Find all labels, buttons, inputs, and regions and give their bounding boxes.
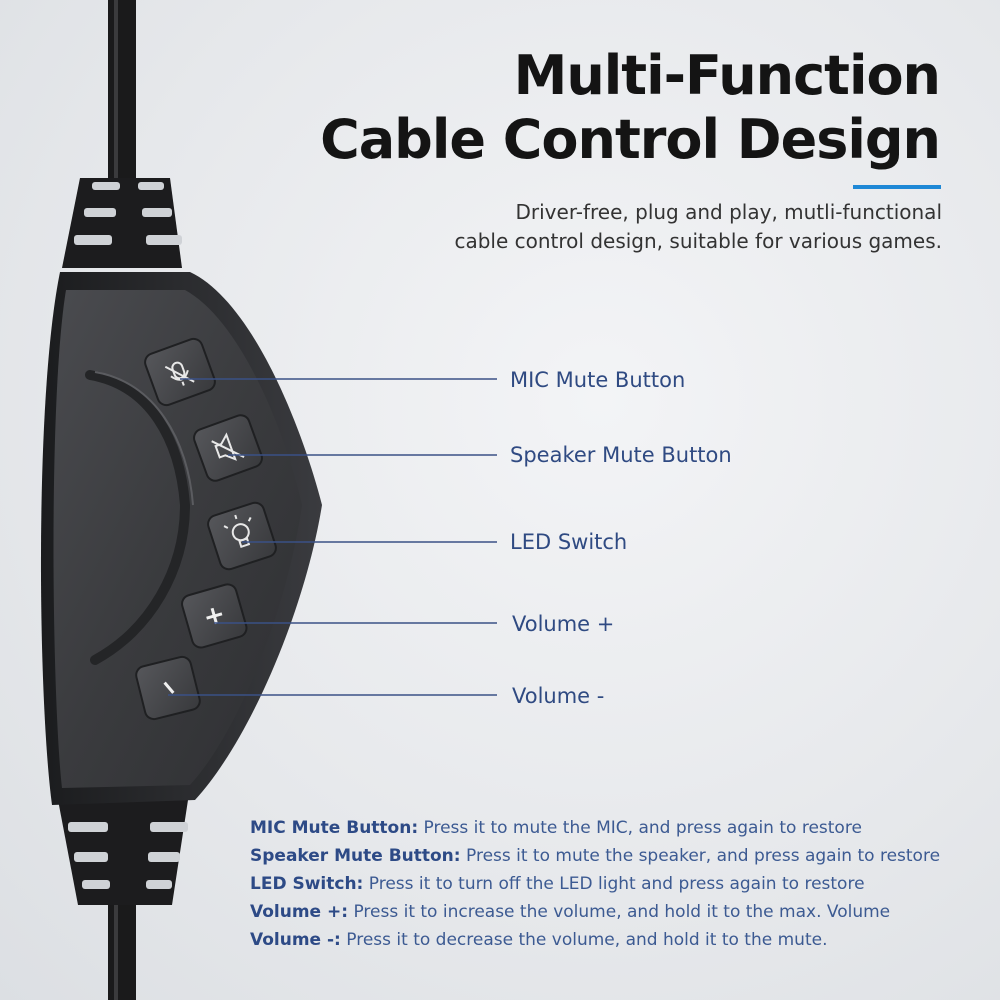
- description-text: Press it to mute the MIC, and press agai…: [418, 818, 862, 838]
- title-accent-bar: [853, 185, 941, 189]
- plus-icon: [206, 607, 223, 625]
- description-item-volume-up: Volume +: Press it to increase the volum…: [250, 898, 990, 926]
- description-text: Press it to decrease the volume, and hol…: [340, 930, 828, 950]
- description-key: LED Switch:: [250, 874, 364, 894]
- description-text: Press it to mute the speaker, and press …: [460, 846, 941, 866]
- description-text: Press it to increase the volume, and hol…: [348, 902, 891, 922]
- page-title: Multi-Function Cable Control Design: [320, 44, 941, 172]
- callout-volume-up: Volume +: [512, 612, 615, 636]
- callout-volume-down: Volume -: [512, 684, 605, 708]
- description-key: Volume +:: [250, 902, 349, 922]
- subtitle-line-2: cable control design, suitable for vario…: [454, 229, 942, 253]
- strain-relief-top: [62, 178, 182, 268]
- subtitle: Driver-free, plug and play, mutli-functi…: [454, 198, 942, 256]
- light-bulb-icon: [223, 514, 252, 549]
- speaker-mute-button[interactable]: [192, 413, 265, 484]
- description-item-mic: MIC Mute Button: Press it to mute the MI…: [250, 814, 990, 842]
- subtitle-line-1: Driver-free, plug and play, mutli-functi…: [515, 200, 943, 224]
- callout-mic-mute: MIC Mute Button: [510, 368, 686, 392]
- title-line-2: Cable Control Design: [320, 108, 941, 171]
- volume-up-button[interactable]: [180, 582, 249, 649]
- description-key: Speaker Mute Button:: [250, 846, 461, 866]
- description-item-volume-down: Volume -: Press it to decrease the volum…: [250, 926, 990, 954]
- strain-relief-bottom: [58, 800, 188, 905]
- volume-down-button[interactable]: [134, 655, 201, 721]
- description-item-led: LED Switch: Press it to turn off the LED…: [250, 870, 990, 898]
- description-key: MIC Mute Button:: [250, 818, 419, 838]
- minus-icon: [163, 681, 175, 694]
- led-switch-button[interactable]: [206, 500, 278, 571]
- description-key: Volume -:: [250, 930, 341, 950]
- mic-mute-button[interactable]: [143, 336, 218, 407]
- description-text: Press it to turn off the LED light and p…: [363, 874, 865, 894]
- callout-speaker-mute: Speaker Mute Button: [510, 443, 732, 467]
- leader-lines: [168, 378, 497, 696]
- callout-led-switch: LED Switch: [510, 530, 628, 554]
- description-list: MIC Mute Button: Press it to mute the MI…: [250, 814, 990, 954]
- title-line-1: Multi-Function: [513, 44, 941, 107]
- description-item-speaker: Speaker Mute Button: Press it to mute th…: [250, 842, 990, 870]
